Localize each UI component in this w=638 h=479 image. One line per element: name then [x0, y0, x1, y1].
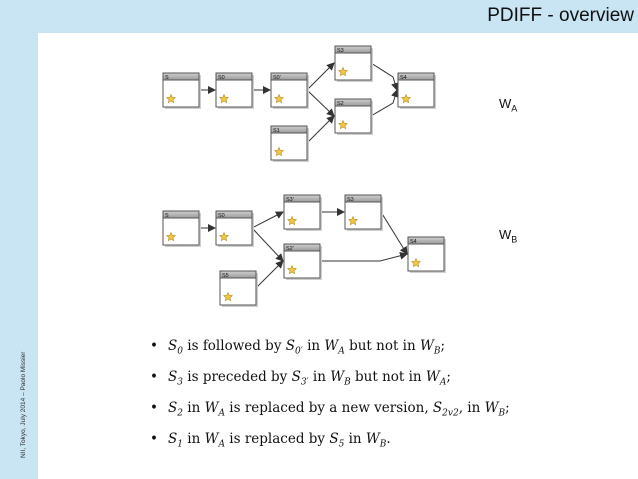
star-icon	[165, 231, 177, 242]
node-label: S3'	[286, 197, 294, 203]
bullet-dot: •	[150, 338, 158, 354]
node-header	[407, 236, 445, 245]
node-header	[162, 72, 200, 81]
star-icon	[218, 93, 230, 104]
star-icon	[286, 215, 298, 226]
workflow-a-node: S0'	[270, 72, 309, 109]
edge-arrow	[306, 115, 335, 144]
node-header	[162, 210, 200, 219]
node-header	[283, 194, 321, 203]
node-label: S2	[337, 101, 344, 107]
node-label: S0	[218, 213, 225, 219]
node-label: S0	[218, 75, 225, 81]
bullet-dot: •	[150, 369, 158, 385]
node-header	[283, 243, 321, 252]
bullet-item: •S1 in WA is replaced by S5 in WB.	[150, 427, 620, 458]
node-header	[344, 194, 382, 203]
bullet-dot: •	[150, 400, 158, 416]
star-icon	[337, 119, 349, 130]
node-header	[334, 98, 372, 107]
node-label: S5	[222, 273, 229, 279]
node-header	[334, 45, 372, 54]
node-header	[219, 270, 257, 279]
node-header	[215, 210, 253, 219]
node-label: S	[165, 213, 169, 219]
workflow-b-node: S3	[344, 194, 383, 231]
workflow-b-node: S5	[219, 270, 258, 307]
node-label: S4	[410, 239, 417, 245]
star-icon	[222, 291, 234, 302]
workflow-a-node: S1	[270, 125, 309, 162]
edge-arrow	[306, 89, 335, 117]
edge-arrow	[380, 211, 408, 255]
workflow-b-node: S3'	[283, 194, 322, 231]
node-label: S2'	[286, 246, 294, 252]
edge-arrow	[251, 211, 284, 229]
edge-arrow	[306, 62, 335, 91]
workflow-b-label: WB	[499, 227, 518, 245]
star-icon	[218, 231, 230, 242]
star-icon	[400, 93, 412, 104]
workflow-b-node: S2'	[283, 243, 322, 280]
bullet-item: •S3 is preceded by S3′ in WB but not in …	[150, 365, 620, 396]
star-icon	[286, 264, 298, 275]
node-label: S	[165, 75, 169, 81]
bullet-item: •S0 is followed by S0′ in WA but not in …	[150, 334, 620, 365]
star-icon	[273, 93, 285, 104]
node-label: S1	[273, 128, 280, 134]
workflow-b-node: S	[162, 210, 201, 247]
star-icon	[337, 66, 349, 77]
node-header	[270, 72, 308, 81]
workflow-b-node: S4	[407, 236, 446, 273]
workflow-a-label: WA	[499, 96, 518, 114]
node-label: S3	[337, 48, 344, 54]
edge-arrow	[320, 251, 408, 262]
bullet-list: •S0 is followed by S0′ in WA but not in …	[150, 334, 620, 458]
star-icon	[165, 93, 177, 104]
workflow-b-node: S0	[215, 210, 254, 247]
edge-arrow	[255, 260, 284, 289]
bullet-item: •S2 in WA is replaced by a new version, …	[150, 396, 620, 427]
workflow-a-node: S3	[334, 45, 373, 82]
bullet-dot: •	[150, 431, 158, 447]
slide-title: PDIFF - overview	[487, 5, 634, 26]
node-header	[397, 72, 435, 81]
sidebar: NII, Tokyo, July 2014 – Paolo Missier	[0, 0, 38, 479]
edge-arrow	[251, 227, 284, 262]
title-bar: PDIFF - overview	[38, 0, 638, 33]
edge-arrow	[370, 62, 399, 91]
node-label: S0'	[273, 75, 281, 81]
star-icon	[273, 146, 285, 157]
star-icon	[410, 257, 422, 268]
node-label: S4	[400, 75, 407, 81]
node-header	[270, 125, 308, 134]
workflow-a-node: S0	[215, 72, 254, 109]
edge-arrow	[370, 89, 399, 117]
workflow-a-node: S4	[397, 72, 436, 109]
workflow-a-node: S	[162, 72, 201, 109]
node-label: S3	[347, 197, 354, 203]
workflow-a-node: S2	[334, 98, 373, 135]
node-header	[215, 72, 253, 81]
star-icon	[347, 215, 359, 226]
